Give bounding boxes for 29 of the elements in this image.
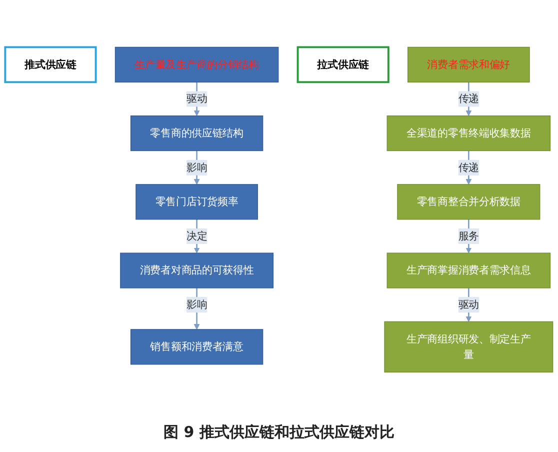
- edge-label: 影响: [186, 298, 208, 310]
- node-box: 拉式供应链: [296, 46, 390, 83]
- node-box: 生产量及生产商的分销结构: [114, 46, 279, 82]
- arrow: [194, 219, 200, 254]
- arrow: [194, 150, 200, 185]
- node-box: 生产商组织研发、制定生产量: [384, 321, 554, 372]
- edge-label: 决定: [186, 230, 208, 242]
- arrow: [466, 288, 472, 322]
- edge-label: 服务: [458, 230, 480, 242]
- arrow: [466, 150, 472, 185]
- node-box: 销售额和消费者满意: [130, 328, 264, 365]
- edge-label: 传递: [458, 160, 480, 174]
- arrow: [466, 219, 472, 254]
- node-box: 消费者对商品的可获得性: [120, 252, 274, 288]
- node-box: 零售商的供应链结构: [130, 115, 264, 151]
- node-box: 推式供应链: [4, 46, 97, 83]
- arrow: [194, 288, 200, 330]
- node-box: 全渠道的零售终端收集数据: [386, 115, 551, 151]
- edge-label: 传递: [458, 92, 480, 105]
- caption: 图 9 推式供应链和拉式供应链对比: [164, 422, 394, 443]
- edge-label: 驱动: [186, 92, 208, 105]
- edge-label: 影响: [186, 160, 208, 174]
- edge-label: 驱动: [458, 298, 480, 310]
- node-box: 零售商整合并分析数据: [397, 184, 540, 220]
- node-box: 生产商掌握消费者需求信息: [386, 252, 551, 288]
- node-box: 消费者需求和偏好: [408, 46, 530, 82]
- node-box: 零售门店订货频率: [136, 184, 258, 220]
- arrow: [466, 82, 472, 116]
- arrow: [194, 82, 200, 116]
